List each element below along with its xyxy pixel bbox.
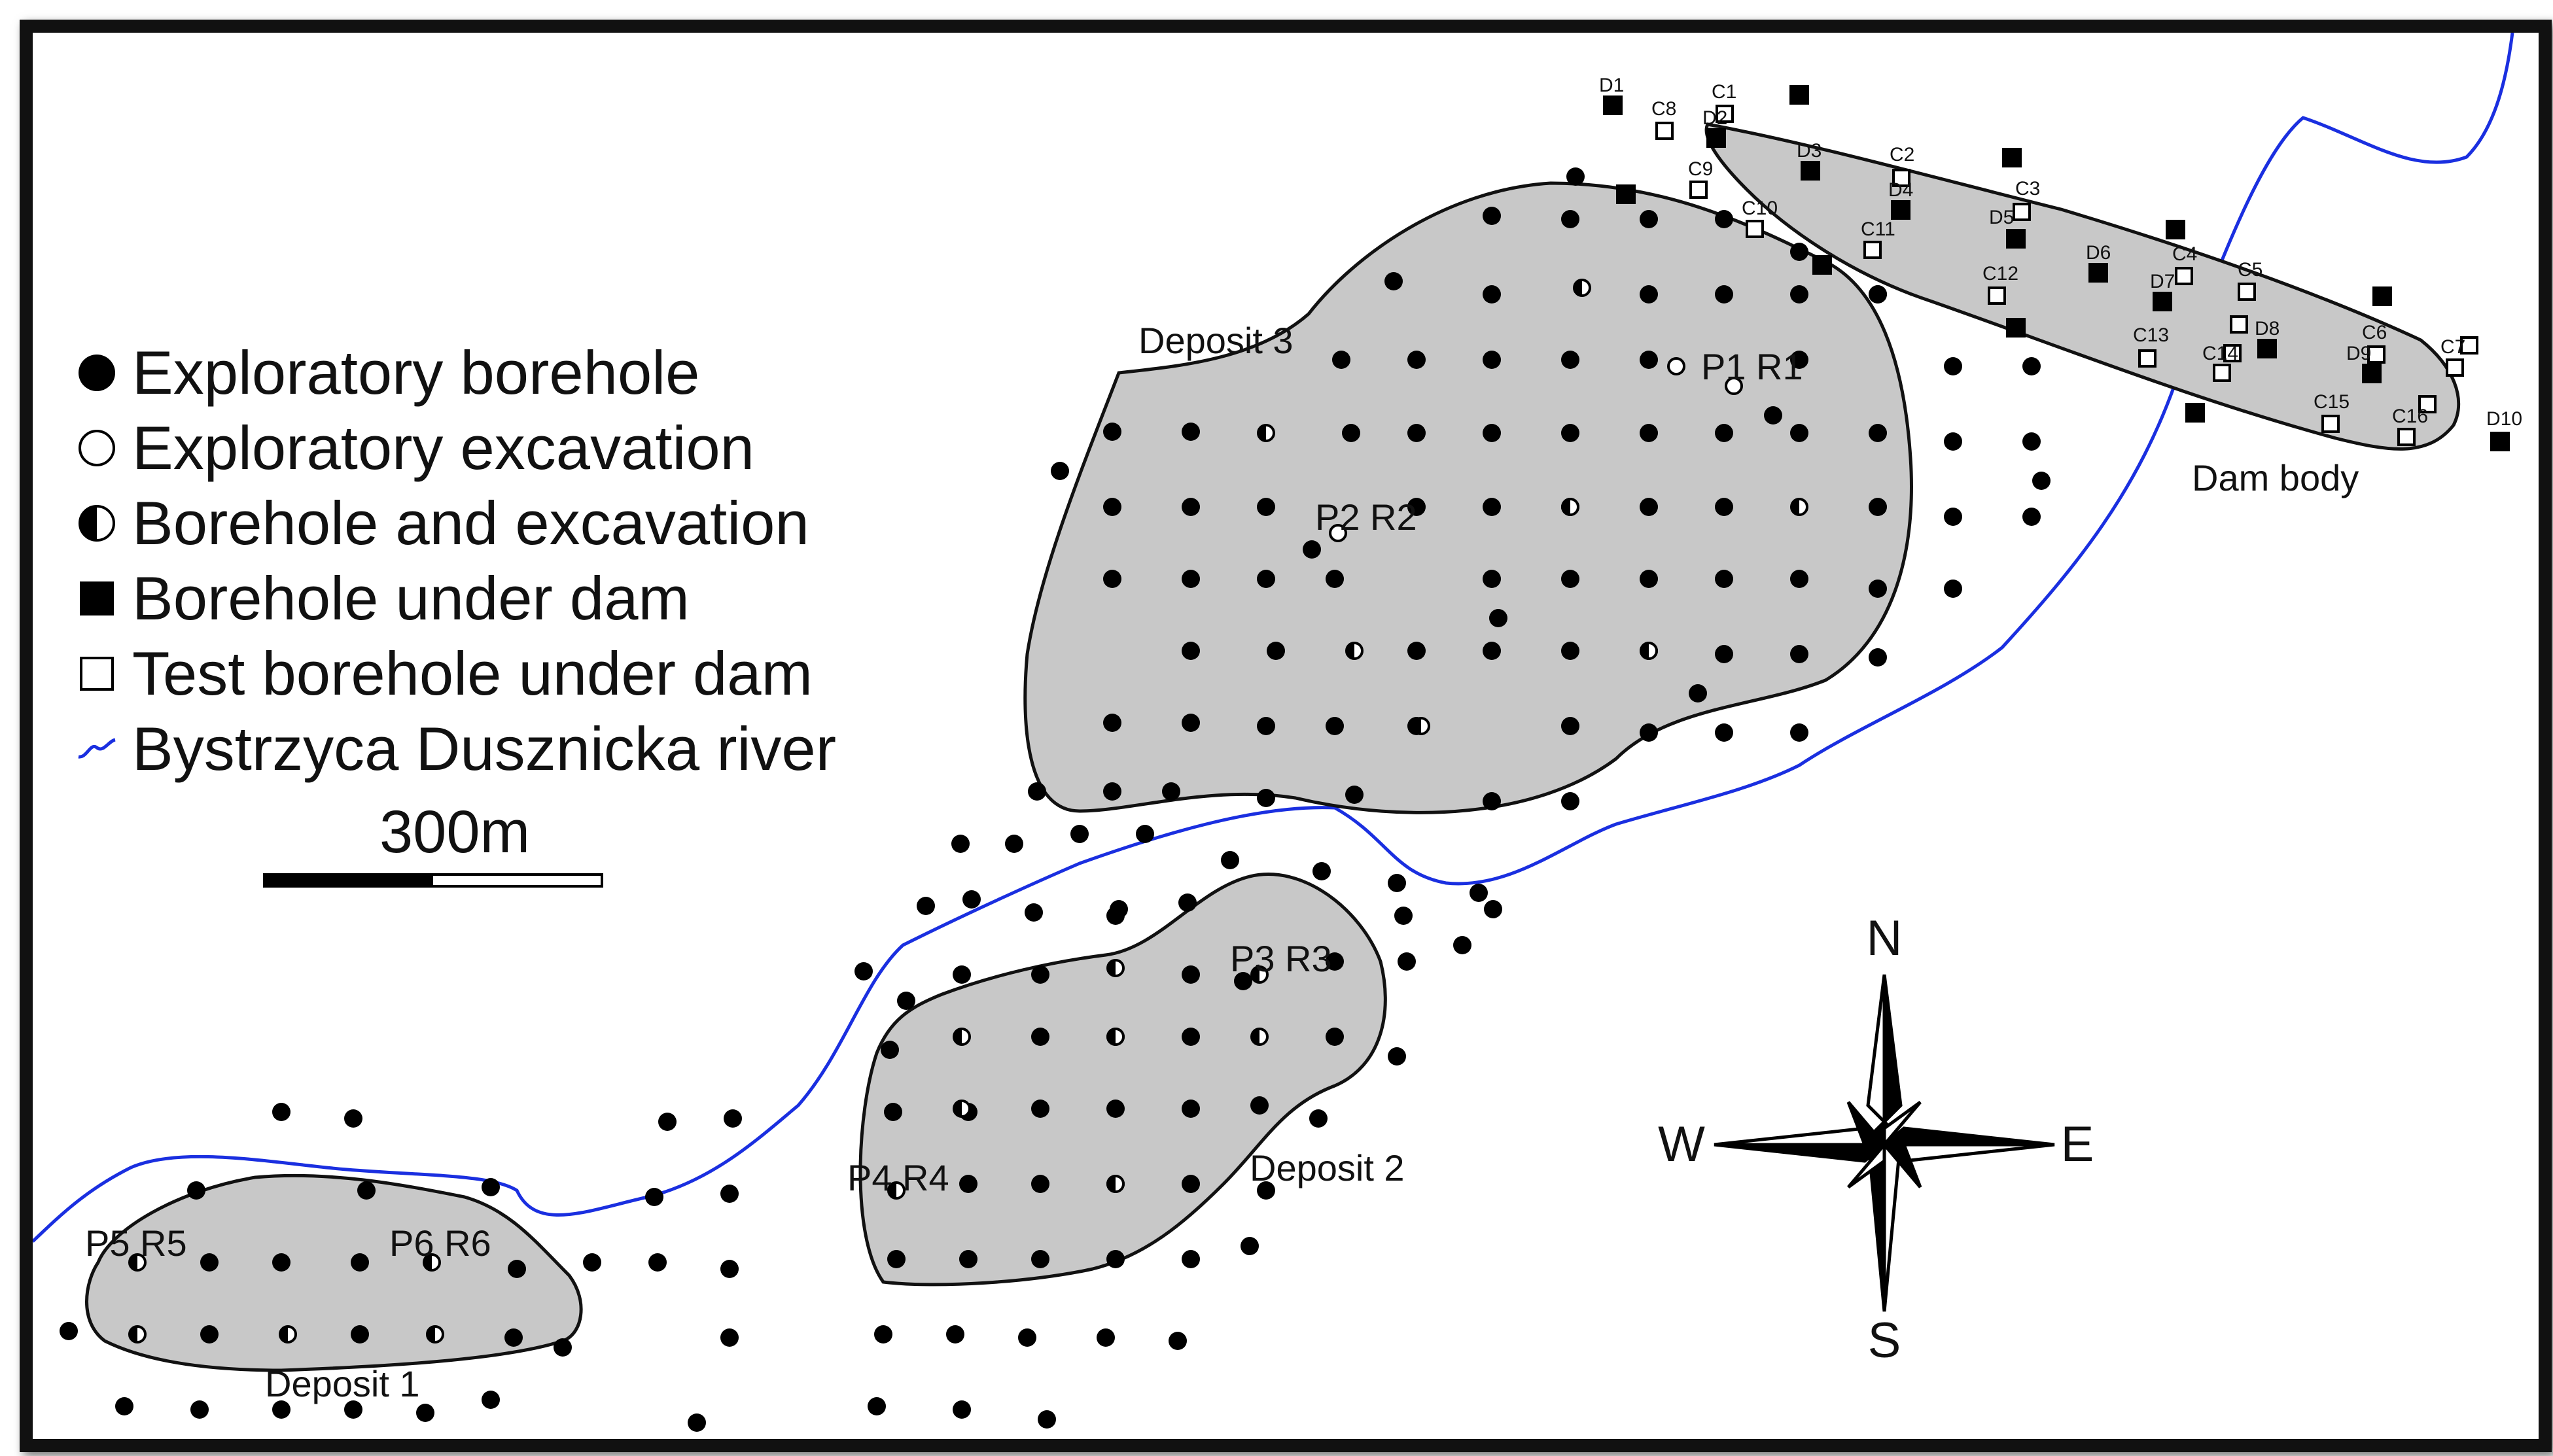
- test-label-c9: C9: [1688, 158, 1713, 180]
- scale-label: 300m: [379, 799, 531, 865]
- profile-p4-label: P4 R4: [847, 1157, 949, 1198]
- test-label-c3: C3: [2015, 178, 2040, 199]
- test-label-c10: C10: [1742, 198, 1778, 219]
- boreholes-under-dam: [1603, 85, 2510, 451]
- test-label-c7: C7: [2440, 336, 2465, 358]
- deposit-3-label: Deposit 3: [1138, 320, 1294, 361]
- deposit-2-label: Deposit 2: [1250, 1147, 1405, 1188]
- legend-item-exploratory-borehole: Exploratory borehole: [77, 337, 699, 409]
- profile-p3-label: P3 R3: [1230, 938, 1332, 979]
- legend-item-river: Bystrzyca Dusznicka river: [77, 713, 836, 785]
- compass-north: N: [1867, 910, 1903, 966]
- test-label-c11: C11: [1861, 218, 1895, 240]
- dam-body-label: Dam body: [2192, 457, 2359, 498]
- filled-square-icon: [77, 579, 116, 618]
- compass-rose: [1714, 974, 2055, 1312]
- deposit-3-area: [1023, 181, 1913, 814]
- dam-label-d3: D3: [1797, 140, 1822, 162]
- map-canvas: Deposit 3 Deposit 2 Deposit 1 Dam body P…: [33, 33, 2522, 1432]
- test-label-c6: C6: [2362, 322, 2387, 343]
- dam-label-d8: D8: [2255, 318, 2280, 339]
- test-boreholes-under-dam: [1655, 105, 2478, 446]
- compass-south: S: [1868, 1313, 1901, 1368]
- test-label-c4: C4: [2172, 243, 2197, 265]
- test-label-c8: C8: [1651, 98, 1676, 120]
- test-label-c5: C5: [2238, 259, 2262, 281]
- borehole-and-excavation-points: [128, 279, 1808, 1343]
- test-label-c15: C15: [2314, 391, 2350, 413]
- compass-west: W: [1658, 1117, 1705, 1172]
- deposit-1-area: [85, 1173, 583, 1372]
- exploratory-excavations: [1329, 357, 1743, 542]
- legend-item-exploratory-excavation: Exploratory excavation: [77, 412, 754, 484]
- profile-p1-label: P1 R1: [1701, 346, 1803, 387]
- test-label-c1: C1: [1712, 81, 1736, 103]
- map-frame: Deposit 3 Deposit 2 Deposit 1 Dam body P…: [20, 20, 2552, 1452]
- legend-label: Exploratory excavation: [132, 413, 754, 482]
- profile-p2-label: P2 R2: [1315, 496, 1417, 538]
- river-line-icon: [77, 729, 116, 769]
- legend-label: Exploratory borehole: [132, 338, 700, 407]
- deposit-1-label: Deposit 1: [265, 1363, 420, 1404]
- legend-label: Bystrzyca Dusznicka river: [132, 714, 836, 783]
- test-label-c13: C13: [2133, 324, 2169, 346]
- compass-east: E: [2061, 1117, 2094, 1172]
- test-label-c2: C2: [1890, 144, 1914, 165]
- dam-label-d4: D4: [1888, 179, 1913, 201]
- legend-label: Test borehole under dam: [132, 639, 813, 708]
- legend-label: Borehole under dam: [132, 564, 690, 633]
- dam-label-d7: D7: [2150, 271, 2175, 292]
- test-label-c16: C16: [2392, 406, 2428, 427]
- dam-label-d2: D2: [1702, 107, 1727, 129]
- open-circle-icon: [77, 428, 116, 468]
- scale-bar: [263, 873, 603, 888]
- half-circle-icon: [77, 504, 116, 543]
- dam-label-d6: D6: [2086, 242, 2111, 264]
- open-square-icon: [77, 654, 116, 693]
- legend-item-borehole-under-dam: Borehole under dam: [77, 563, 690, 634]
- dam-label-d10: D10: [2486, 408, 2522, 430]
- legend-item-test-borehole-under-dam: Test borehole under dam: [77, 638, 813, 710]
- test-label-c14: C14: [2202, 343, 2238, 364]
- test-label-c12: C12: [1982, 263, 2018, 285]
- dam-label-d9: D9: [2346, 343, 2371, 364]
- filled-circle-icon: [77, 353, 116, 392]
- profile-p5-label: P5 R5: [85, 1222, 187, 1264]
- legend-label: Borehole and excavation: [132, 489, 809, 557]
- profile-p6-label: P6 R6: [389, 1222, 491, 1264]
- dam-label-d5: D5: [1989, 207, 2014, 228]
- deposit-2-area: [858, 873, 1387, 1287]
- legend-item-borehole-and-excavation: Borehole and excavation: [77, 487, 809, 559]
- dam-label-d1: D1: [1599, 75, 1624, 96]
